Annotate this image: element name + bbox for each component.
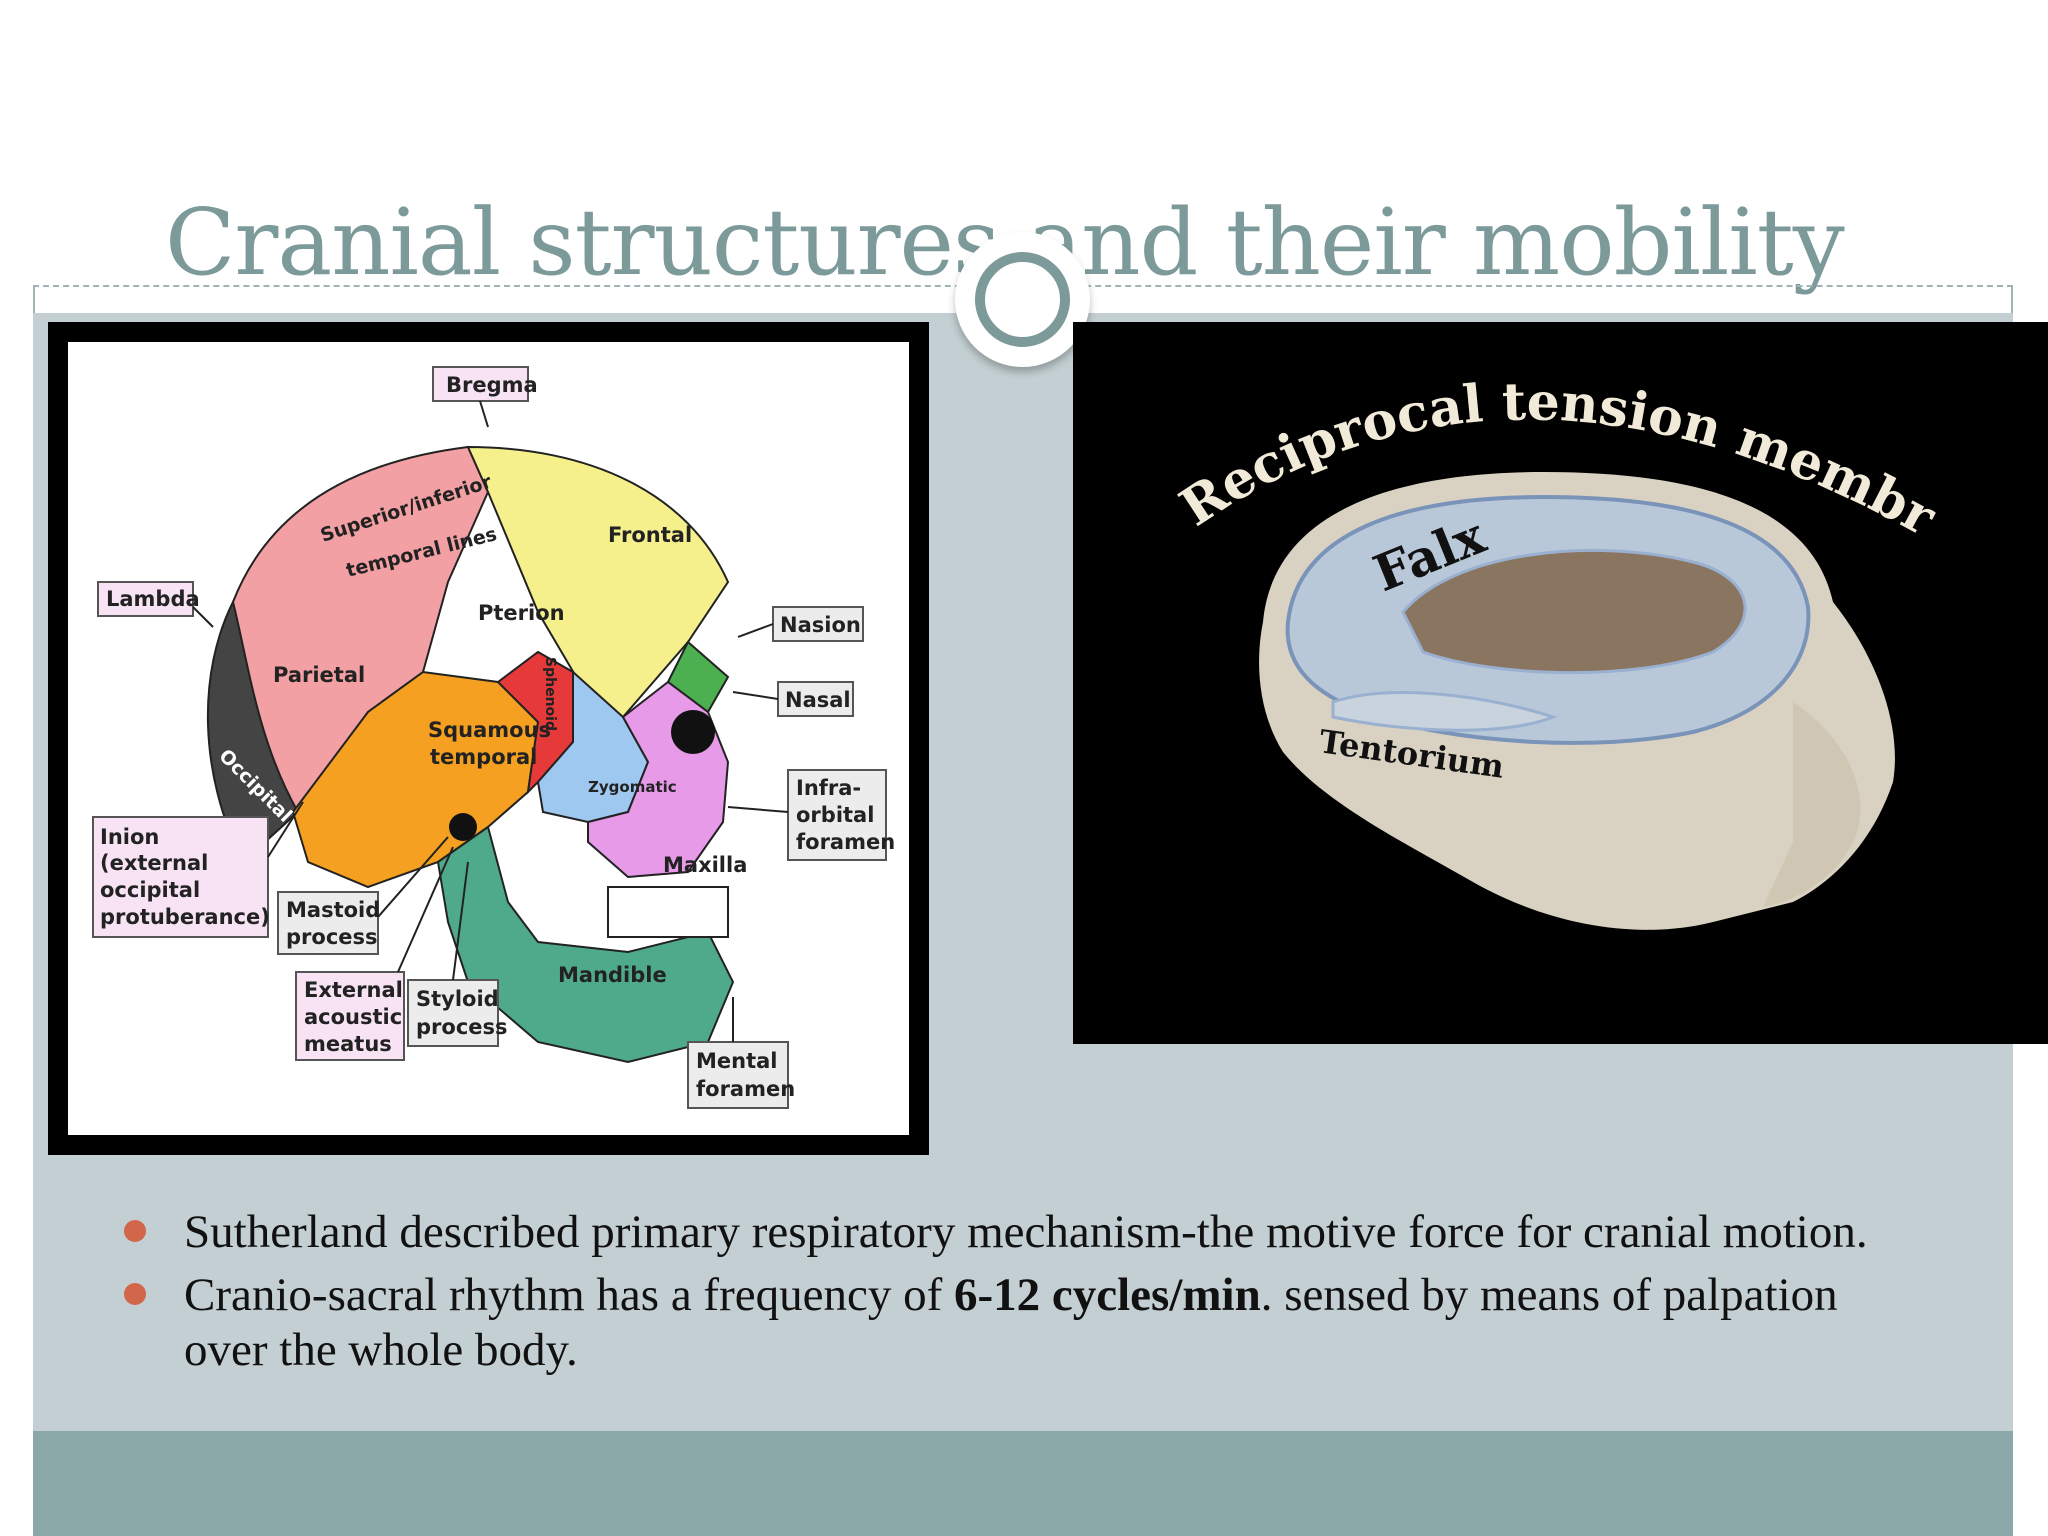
label-frontal: Frontal: [608, 523, 692, 547]
label-mastoid-1: Mastoid: [286, 898, 380, 922]
label-sphenoid: Sphenoid: [542, 657, 558, 731]
membrane-image-svg: Reciprocal tension membrane Falx Tentori…: [1073, 322, 2048, 1044]
label-external-2: acoustic: [304, 1005, 402, 1029]
bullet-item: Sutherland described primary respiratory…: [124, 1205, 1924, 1260]
label-lambda: Lambda: [106, 587, 200, 611]
label-inion-1: Inion: [100, 825, 159, 849]
face-region: [1763, 702, 1861, 907]
bullet-text-2-after: . sensed by means of palpation over the …: [184, 1269, 1838, 1376]
bullet-item: Cranio-sacral rhythm has a frequency of …: [124, 1268, 1924, 1378]
label-styloid-1: Styloid: [416, 987, 499, 1011]
label-nasion: Nasion: [780, 613, 861, 637]
bullet-list: Sutherland described primary respiratory…: [124, 1205, 1924, 1386]
label-temporal: temporal: [430, 745, 537, 769]
teeth: [607, 886, 729, 938]
label-mental-1: Mental: [696, 1049, 778, 1073]
label-inion-4: protuberance): [100, 905, 270, 929]
bullet-text-2-before: Cranio-sacral rhythm has a frequency of: [184, 1269, 954, 1321]
footer-band: [33, 1431, 2013, 1536]
label-inion-2: (external: [100, 851, 208, 875]
falx-membrane: [1401, 549, 1747, 675]
label-external-3: meatus: [304, 1032, 392, 1056]
membrane-image: Reciprocal tension membrane Falx Tentori…: [1073, 322, 2048, 1044]
label-mastoid-2: process: [286, 925, 378, 949]
title-ring-inner: [975, 252, 1070, 347]
label-orbital: orbital: [796, 803, 874, 827]
label-infra: Infra-: [796, 776, 861, 800]
label-nasal: Nasal: [785, 688, 851, 712]
bullet-dot-icon: [124, 1220, 146, 1242]
bullet-dot-icon: [124, 1283, 146, 1305]
bullet-text-1: Sutherland described primary respiratory…: [184, 1206, 1868, 1258]
bullet-text-2-bold: 6-12 cycles/min: [953, 1269, 1261, 1321]
orbit-dark: [671, 710, 715, 754]
ear-canal: [449, 813, 477, 841]
label-mental-2: foramen: [696, 1077, 795, 1101]
skull-diagram-svg: Bregma Superior/inferior temporal lines …: [68, 342, 909, 1135]
label-pterion: Pterion: [478, 601, 565, 625]
label-maxilla: Maxilla: [663, 853, 747, 877]
label-inion-3: occipital: [100, 878, 200, 902]
label-external-1: External: [304, 978, 403, 1002]
label-styloid-2: process: [416, 1015, 508, 1039]
label-squamous: Squamous: [428, 718, 551, 742]
label-mandible: Mandible: [558, 963, 667, 987]
label-parietal: Parietal: [273, 663, 365, 687]
label-zygomatic: Zygomatic: [588, 778, 677, 796]
skull-diagram-image: Bregma Superior/inferior temporal lines …: [48, 322, 929, 1155]
frontal-bone: [466, 445, 730, 719]
label-bregma: Bregma: [446, 373, 538, 397]
tentorium-membrane: [1331, 691, 1558, 732]
label-foramen: foramen: [796, 830, 895, 854]
